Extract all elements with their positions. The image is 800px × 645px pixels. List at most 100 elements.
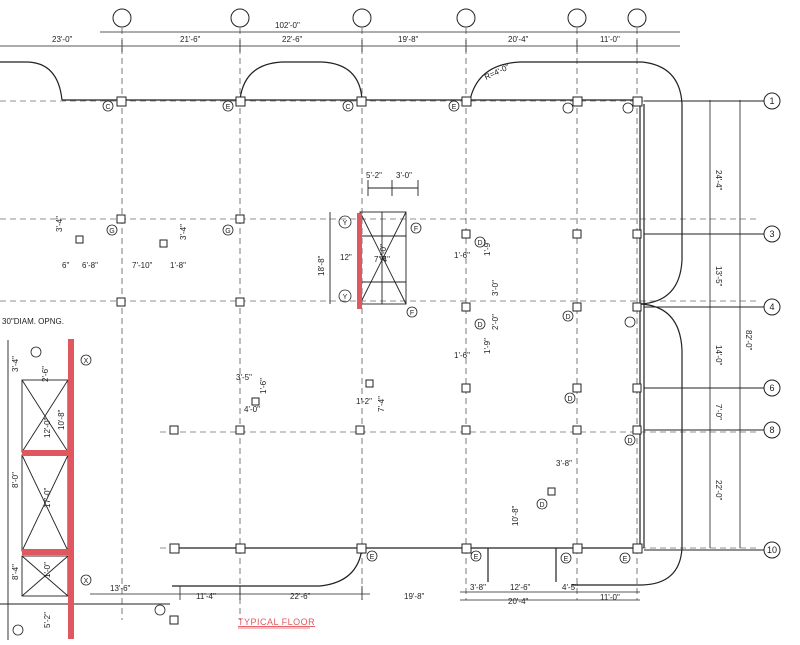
misc-left-dim-3: 10'-8" [57,409,66,430]
col-mark: G [109,228,114,235]
top-dim-2: 21'-6" [180,35,201,44]
col-center-dim-1: 3'-5" [236,373,252,382]
highlight-wall-center [357,213,362,309]
col-mark: D [539,502,544,509]
right-dim-5: 22'-0" [714,480,723,501]
col-mark: C [345,104,350,111]
col-left-dim-4: 7'-10" [132,261,153,270]
col-mark: Y [343,294,348,301]
misc-left-dim-9: 1'-0" [43,562,52,578]
bottom-dimension-labels: 13'-6" 11'-4" 22'-6" 19'-8" 3'-8" 12'-6"… [110,583,620,606]
top-dim-5: 20'-4" [508,35,529,44]
col-mark: E [623,556,628,563]
right-grid-bubbles [644,92,781,559]
misc-left-dim-8: 5'-2" [43,612,52,628]
col-mark: E [226,104,231,111]
red-highlights [22,213,362,639]
col-mark: D [627,438,632,445]
overall-depth: 82'-0" [744,330,753,351]
bottom-dim-8: 20'-4" [508,597,529,606]
top-dim-3: 22'-6" [282,35,303,44]
col-mark: X [84,578,89,585]
misc-right-dim-2: 10'-8" [511,505,520,526]
col-mark: X [84,358,89,365]
misc-left-dim-5: 17'-0" [43,487,52,508]
col-center-dim-4: 7'-4" [377,396,386,412]
col-right-dim-4: 1'-6" [454,351,470,360]
col-mark: E [370,554,375,561]
column-marker-circles [12,100,636,636]
bottom-dim-3: 22'-6" [290,592,311,601]
grid-label-10: 10 [767,545,777,555]
col-mark: Y [343,220,348,227]
col-mark: F [414,226,418,233]
misc-left-dim-6: 8'-0" [11,472,20,488]
annotation-notes: 30"DIAM. OPNG. R=4'-0" 5'-2" 3'-0" 18'-8… [2,62,572,628]
col-right-dim-2: 1'-9" [483,240,492,256]
col-center-dim-5: 1'-2" [356,397,372,406]
stair-dim-left-2: 12" [340,253,352,262]
col-right-dim-3: 3'-0" [491,280,500,296]
col-mark: C [105,104,110,111]
stair-dim-left-3: 7'-4" [374,255,390,264]
highlight-beam-lower [22,549,74,555]
col-right-dim-6: 2'-0" [491,314,500,330]
horizontal-grid-lines [0,100,760,549]
stair-dim-top-2: 3'-0" [396,171,412,180]
col-mark: D [477,240,482,247]
left-shaft-block [0,340,170,640]
opening-note: 30"DIAM. OPNG. [2,317,64,326]
col-mark: D [477,322,482,329]
col-mark: G [225,228,230,235]
bottom-dim-6: 12'-6" [510,583,531,592]
right-dim-3: 14'-0" [714,345,723,366]
misc-left-dim-7: 8'-4" [11,564,20,580]
misc-left-dim-4: 2'-6" [41,366,50,382]
highlight-beam-upper [22,450,74,456]
bottom-dim-7: 4'-5" [562,583,578,592]
stair-dim-left-4: 6'-0" [379,244,388,260]
col-mark: E [452,104,457,111]
stair-dim-top-1: 5'-2" [366,171,382,180]
stair-dim-left-1: 18'-8" [317,255,326,276]
vertical-grid-lines [121,28,638,620]
top-dimension-line [0,31,680,52]
top-dim-4: 19'-8" [398,35,419,44]
col-center-dim-3: 4'-0" [244,405,260,414]
misc-left-dim-1: 3'-4" [11,356,20,372]
col-center-dim-2: 1'-6" [259,378,268,394]
grid-label-8: 8 [769,425,774,435]
right-dim-2: 13'-5" [714,266,723,287]
col-right-dim-5: 1'-9" [483,338,492,354]
grid-label-6: 6 [769,383,774,393]
top-dimension-labels: 23'-0" 21'-6" 22'-6" 19'-8" 20'-4" 11'-0… [52,21,620,44]
bottom-dimension-lines [90,586,640,601]
bottom-dim-4: 19'-8" [404,592,425,601]
column-mark-labels: C E C E G G D D D D D D E E E E F F Y Y … [84,104,633,585]
top-grid-bubbles [112,8,647,28]
slab-perimeter [0,61,683,587]
col-mark: E [564,556,569,563]
drawing-title: TYPICAL FLOOR [238,617,315,627]
top-dim-6: 11'-0" [600,35,620,44]
col-right-dim-1: 1'-6" [454,251,470,260]
grid-label-1: 1 [769,96,774,106]
misc-left-dim-2: 12'-0" [43,417,52,438]
col-left-dim-6: 3'-4" [179,224,188,240]
bottom-dim-1: 13'-6" [110,584,131,593]
col-mark: D [567,396,572,403]
col-mark: E [474,554,479,561]
bottom-dim-2: 11'-4" [196,592,216,601]
right-grid-labels: 1 3 4 6 8 10 [767,96,777,555]
highlight-wall-left [68,339,74,639]
bottom-dim-9: 11'-0" [600,593,620,602]
radius-note: R=4'-0" [483,62,511,81]
col-left-dim-5: 1'-8" [170,261,186,270]
grid-label-4: 4 [769,302,774,312]
col-left-dim-1: 3'-4" [55,216,64,232]
right-dim-1: 24'-4" [714,170,723,191]
col-left-dim-2: 6" [62,261,69,270]
grid-label-3: 3 [769,229,774,239]
misc-right-dim-1: 3'-8" [556,459,572,468]
